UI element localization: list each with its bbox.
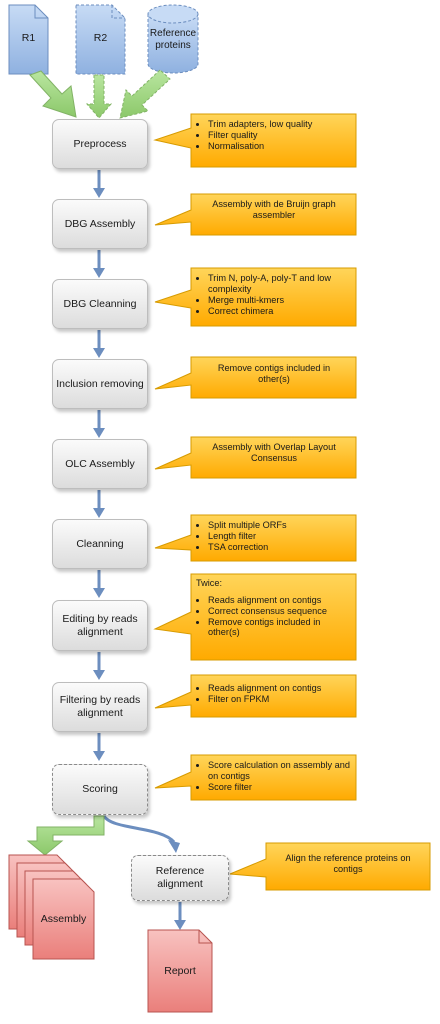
step-dbg-cleanning: DBG Cleanning bbox=[52, 279, 148, 329]
step-dbg-assembly: DBG Assembly bbox=[52, 199, 148, 249]
assembly-label: Assembly bbox=[40, 913, 87, 925]
note-preprocess-item: Normalisation bbox=[208, 141, 354, 152]
reference-to-preprocess-arrow bbox=[119, 69, 171, 119]
note-reference-alignment bbox=[229, 842, 431, 891]
step-filtering-label: Filtering by reads alignment bbox=[59, 694, 141, 719]
note-cleanning-item: TSA correction bbox=[208, 542, 354, 553]
r2-to-preprocess-arrow bbox=[85, 74, 113, 119]
note-cleanning bbox=[154, 514, 357, 562]
step-scoring: Scoring bbox=[52, 764, 148, 815]
r2-document-shape bbox=[75, 4, 126, 75]
note-scoring-item: Score calculation on assembly and on con… bbox=[208, 760, 354, 782]
note-dbg-assembly bbox=[154, 193, 357, 236]
flow-arrows bbox=[93, 170, 105, 761]
note-editing-item: Reads alignment on contigs bbox=[208, 595, 354, 606]
note-editing-item: Remove contigs included in other(s) bbox=[208, 617, 354, 639]
step-inclusion-removing-label: Inclusion removing bbox=[56, 377, 144, 390]
step-preprocess: Preprocess bbox=[52, 119, 148, 169]
note-shapes bbox=[153, 113, 431, 891]
note-editing-heading: Twice: bbox=[196, 578, 223, 588]
note-dbg-cleanning-item: Trim N, poly-A, poly-T and low complexit… bbox=[208, 273, 354, 295]
note-cleanning-text: Split multiple ORFs Length filter TSA co… bbox=[192, 520, 354, 553]
note-inclusion-removing-body: Remove contigs included in other(s) bbox=[217, 363, 331, 384]
note-reference-alignment-text: Align the reference proteins on contigs bbox=[272, 853, 424, 875]
r1-label: R1 bbox=[21, 32, 36, 44]
r2-document-fold bbox=[111, 5, 125, 19]
note-cleanning-item: Length filter bbox=[208, 531, 354, 542]
report-label: Report bbox=[164, 965, 196, 977]
assembly-document-stack bbox=[8, 854, 95, 960]
step-inclusion-removing: Inclusion removing bbox=[52, 359, 148, 409]
note-scoring-text: Score calculation on assembly and on con… bbox=[192, 760, 354, 793]
step-dbg-assembly-label: DBG Assembly bbox=[64, 217, 136, 230]
r1-document-shape bbox=[8, 4, 49, 75]
note-scoring-item: Score filter bbox=[208, 782, 354, 793]
step-cleanning-label: Cleanning bbox=[76, 537, 124, 550]
note-dbg-cleanning-item: Merge multi-kmers bbox=[208, 295, 354, 306]
note-dbg-assembly-text: Assembly with de Bruijn graph assembler bbox=[196, 199, 352, 221]
r2-label: R2 bbox=[93, 32, 108, 44]
note-dbg-cleanning-item: Correct chimera bbox=[208, 306, 354, 317]
note-filtering-text: Reads alignment on contigs Filter on FPK… bbox=[192, 683, 354, 705]
step-dbg-cleanning-label: DBG Cleanning bbox=[63, 297, 137, 310]
note-dbg-cleanning-text: Trim N, poly-A, poly-T and low complexit… bbox=[192, 273, 354, 316]
note-editing bbox=[153, 573, 357, 661]
step-olc-assembly: OLC Assembly bbox=[52, 439, 148, 489]
reference-alignment-label: Reference alignment bbox=[155, 865, 205, 890]
note-filtering-item: Filter on FPKM bbox=[208, 694, 354, 705]
step-filtering: Filtering by reads alignment bbox=[52, 682, 148, 732]
note-inclusion-removing-text: Remove contigs included in other(s) bbox=[206, 363, 342, 385]
note-preprocess-text: Trim adapters, low quality Filter qualit… bbox=[192, 119, 354, 152]
note-olc-assembly-text: Assembly with Overlap Layout Consensus bbox=[200, 442, 348, 464]
scoring-to-reference-arrow bbox=[102, 815, 176, 844]
note-dbg-cleanning bbox=[154, 267, 357, 327]
note-inclusion-removing bbox=[154, 356, 357, 399]
step-scoring-label: Scoring bbox=[82, 783, 118, 796]
step-cleanning: Cleanning bbox=[52, 519, 148, 569]
note-dbg-assembly-body: Assembly with de Bruijn graph assembler bbox=[212, 199, 336, 220]
note-scoring bbox=[154, 754, 357, 801]
note-olc-assembly-body: Assembly with Overlap Layout Consensus bbox=[212, 442, 336, 463]
step-olc-assembly-label: OLC Assembly bbox=[65, 457, 135, 470]
step-preprocess-label: Preprocess bbox=[73, 137, 127, 150]
r1-document-fold bbox=[34, 5, 48, 19]
r1-to-preprocess-arrow bbox=[29, 70, 77, 118]
report-document-shape bbox=[147, 929, 213, 1013]
note-filtering bbox=[154, 674, 357, 718]
reference-proteins-label: Reference proteins bbox=[149, 28, 197, 51]
note-editing-item: Correct consensus sequence bbox=[208, 606, 354, 617]
note-cleanning-item: Split multiple ORFs bbox=[208, 520, 354, 531]
note-filtering-item: Reads alignment on contigs bbox=[208, 683, 354, 694]
note-preprocess bbox=[153, 113, 357, 168]
note-reference-alignment-body: Align the reference proteins on contigs bbox=[285, 853, 411, 874]
scoring-to-assembly-arrow bbox=[26, 815, 105, 856]
step-editing-label: Editing by reads alignment bbox=[62, 612, 138, 638]
note-olc-assembly bbox=[154, 436, 357, 479]
note-preprocess-item: Filter quality bbox=[208, 130, 354, 141]
step-editing: Editing by reads alignment bbox=[52, 600, 148, 651]
note-preprocess-item: Trim adapters, low quality bbox=[208, 119, 354, 130]
reference-proteins-cylinder bbox=[147, 4, 199, 74]
step-reference-alignment: Reference alignment bbox=[131, 855, 229, 901]
note-editing-text: Twice: Reads alignment on contigs Correc… bbox=[196, 578, 354, 638]
